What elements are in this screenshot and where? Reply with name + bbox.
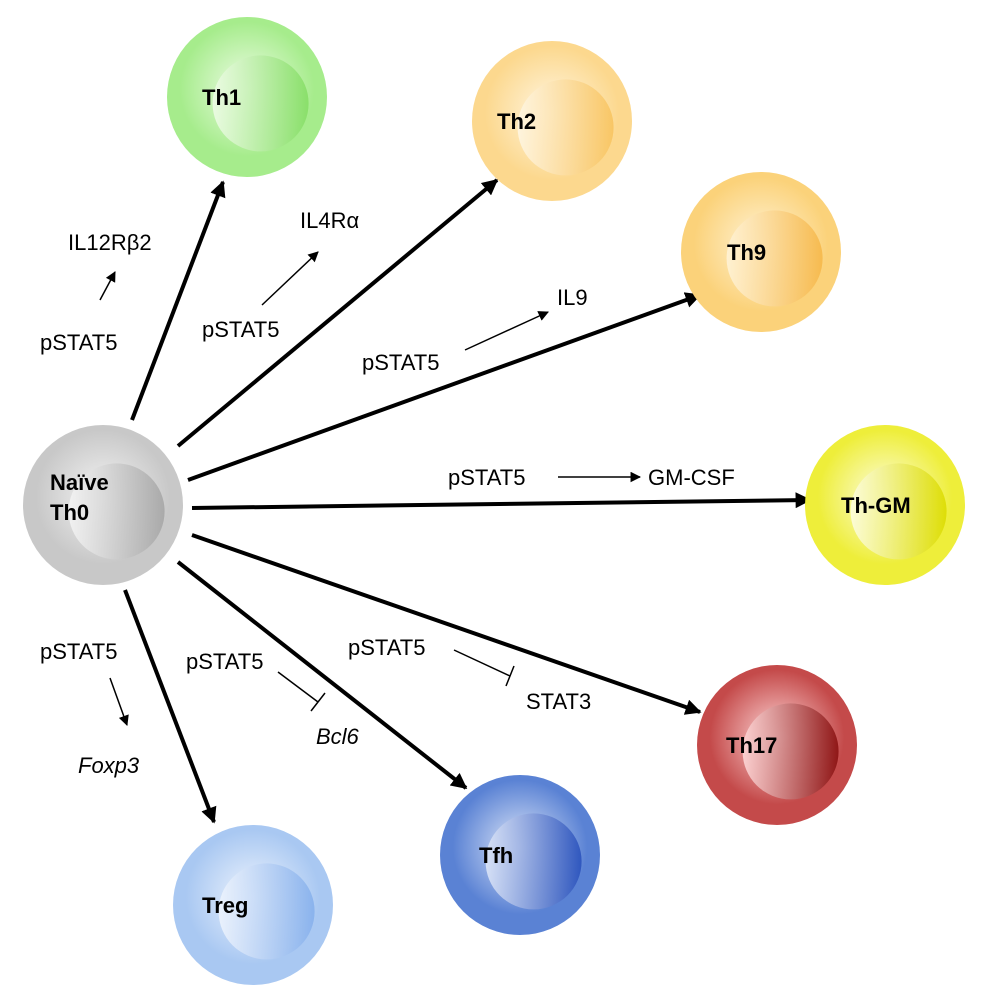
cell-tfh: Tfh xyxy=(440,775,600,935)
cell-label: Naïve xyxy=(50,470,109,495)
thgm-signal-label: pSTAT5 xyxy=(448,465,525,490)
cell-th2: Th2 xyxy=(472,41,632,201)
arrow-th0-to-th1 xyxy=(130,180,226,421)
th9-target-label: IL9 xyxy=(557,285,588,310)
activation-arrow-il4ra xyxy=(261,251,319,306)
th17-signal-label: pSTAT5 xyxy=(348,635,425,660)
th1-target-label: IL12Rβ2 xyxy=(68,230,152,255)
cell-label: Th0 xyxy=(50,500,89,525)
activation-arrow-foxp3 xyxy=(109,677,129,726)
cell-th9: Th9 xyxy=(681,172,841,332)
arrow-th0-to-tfh xyxy=(176,560,468,790)
main-arrows xyxy=(123,178,812,824)
cell-nucleus xyxy=(726,210,823,307)
cell-thgm: Th-GM xyxy=(805,425,965,585)
th2-signal-label: pSTAT5 xyxy=(202,317,279,342)
cell-label: Th2 xyxy=(497,109,536,134)
treg-signal-label: pSTAT5 xyxy=(40,639,117,664)
cell-treg: Treg xyxy=(173,825,333,985)
activation-arrow-il12rb2 xyxy=(99,271,116,301)
cell-label: Treg xyxy=(202,893,248,918)
cell-nucleus xyxy=(68,463,165,560)
arrow-th0-to-th9 xyxy=(187,292,702,482)
cell-label: Th17 xyxy=(726,733,777,758)
cell-label: Th1 xyxy=(202,85,241,110)
thgm-target-label: GM-CSF xyxy=(648,465,735,490)
activation-arrow-il9 xyxy=(464,311,549,351)
cell-label: Th9 xyxy=(727,240,766,265)
cell-th1: Th1 xyxy=(167,17,327,177)
treg-target-label: Foxp3 xyxy=(78,753,140,778)
cell-nucleus xyxy=(742,703,839,800)
arrow-th0-to-thgm xyxy=(191,492,812,510)
th9-signal-label: pSTAT5 xyxy=(362,350,439,375)
cell-th17: Th17 xyxy=(697,665,857,825)
cell-nucleus xyxy=(218,863,315,960)
cell-nucleus xyxy=(485,813,582,910)
tfh-signal-label: pSTAT5 xyxy=(186,649,263,674)
cell-label: Th-GM xyxy=(841,493,911,518)
arrow-th0-to-th2 xyxy=(176,178,499,448)
annotations: pSTAT5 IL12Rβ2 pSTAT5 IL4Rα pSTAT5 IL9 p… xyxy=(40,208,735,778)
cell-nucleus xyxy=(850,463,947,560)
cell-nucleus xyxy=(517,79,614,176)
regulation-marks xyxy=(99,251,642,726)
th17-target-label: STAT3 xyxy=(526,689,591,714)
cell-label: Tfh xyxy=(479,843,513,868)
tfh-target-label: Bcl6 xyxy=(316,724,360,749)
cell-nucleus xyxy=(212,55,309,152)
inhibition-bcl6 xyxy=(277,671,326,712)
arrow-th0-to-th17 xyxy=(191,533,702,715)
arrow-th0-to-treg xyxy=(123,589,217,824)
th1-signal-label: pSTAT5 xyxy=(40,330,117,355)
inhibition-stat3 xyxy=(453,649,515,687)
th2-target-label: IL4Rα xyxy=(300,208,359,233)
